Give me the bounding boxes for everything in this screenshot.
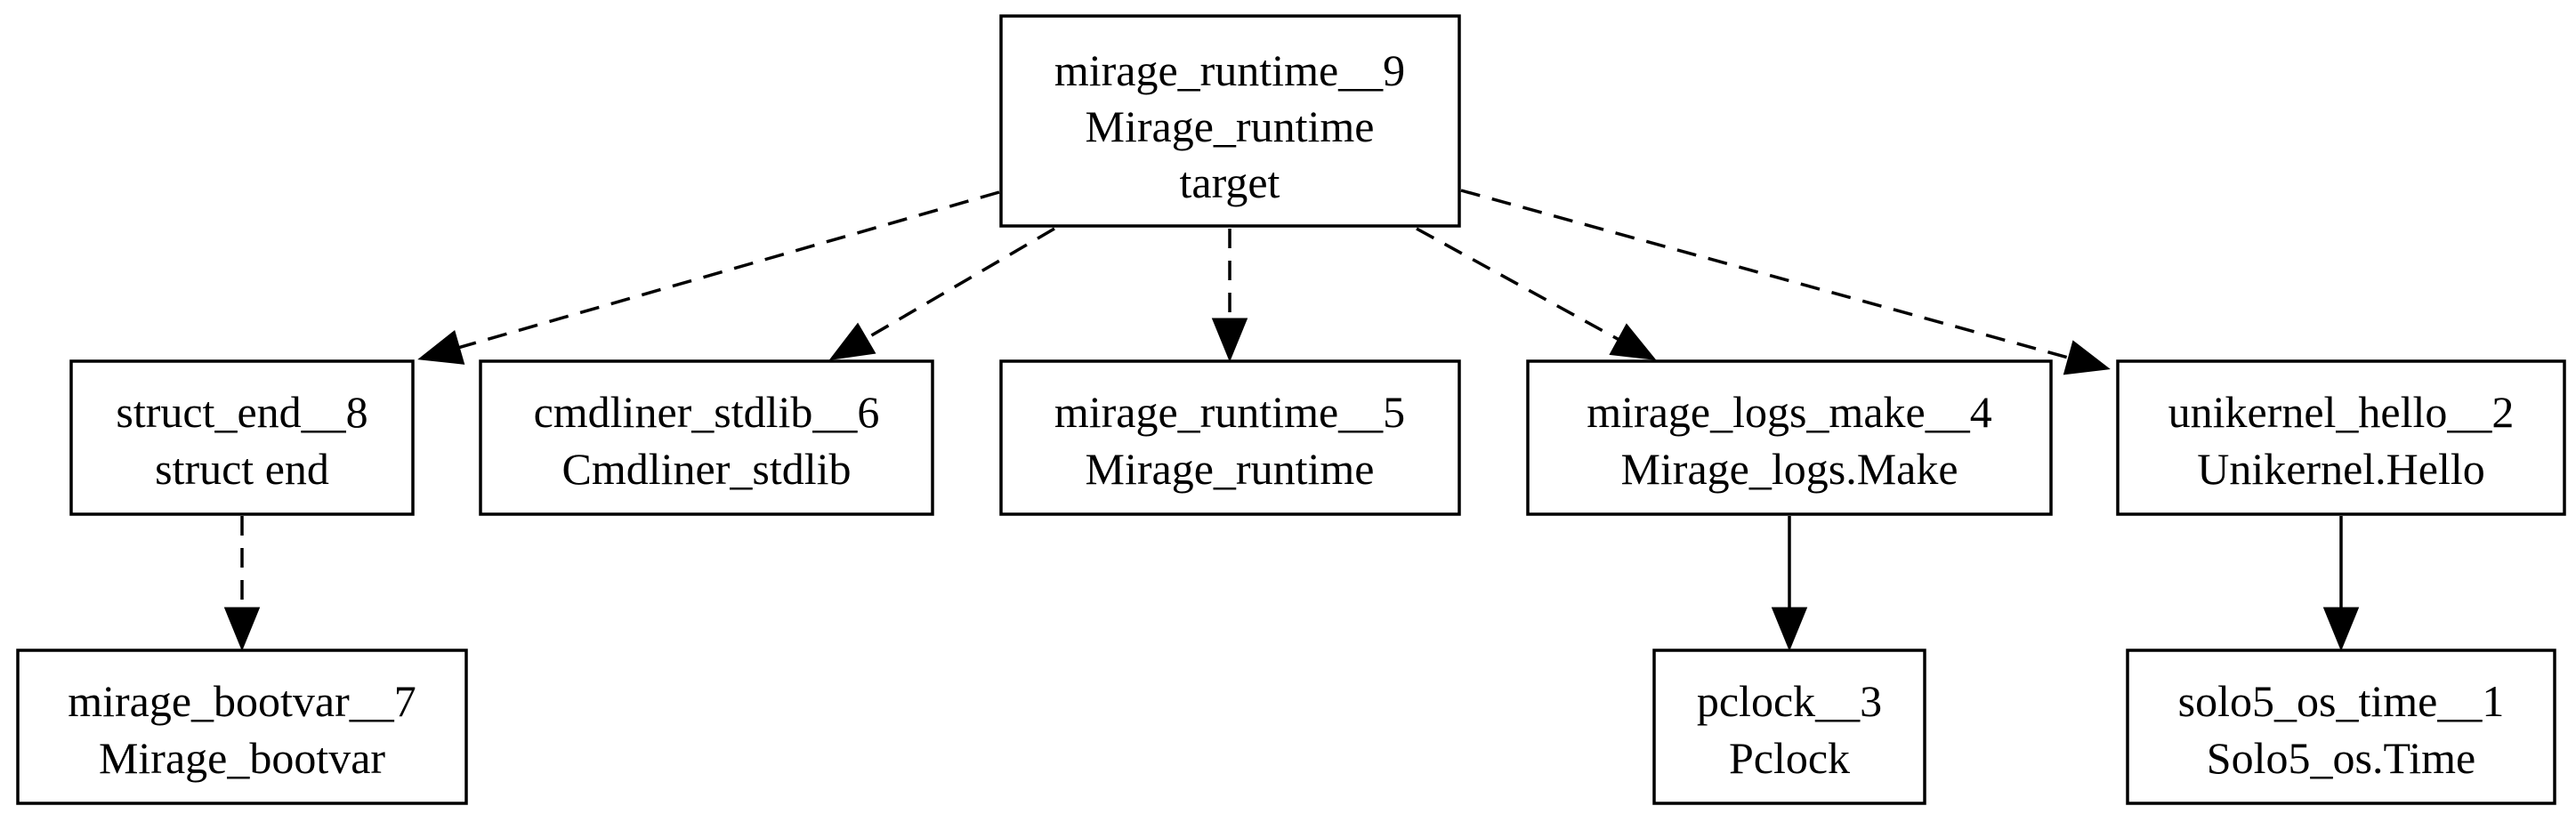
node-label: Mirage_bootvar (99, 733, 385, 783)
node-label: target (1180, 157, 1280, 207)
node-label: cmdliner_stdlib__6 (534, 387, 880, 437)
node-solo5-os-time-1: solo5_os_time__1 Solo5_os.Time (2126, 649, 2556, 805)
node-label: Cmdliner_stdlib (562, 444, 852, 494)
node-label: Mirage_runtime (1086, 101, 1375, 151)
edge-line (1460, 189, 2071, 360)
arrowhead (1771, 607, 1808, 651)
node-mirage-runtime-9: mirage_runtime__9 Mirage_runtime target (999, 14, 1461, 228)
node-label: Mirage_logs.Make (1620, 444, 1958, 494)
node-pclock-3: pclock__3 Pclock (1652, 649, 1926, 805)
node-mirage-runtime-5: mirage_runtime__5 Mirage_runtime (999, 359, 1461, 516)
node-mirage-logs-make-4: mirage_logs_make__4 Mirage_logs.Make (1526, 359, 2053, 516)
node-mirage-bootvar-7: mirage_bootvar__7 Mirage_bootvar (16, 649, 468, 805)
node-label: struct_end__8 (116, 387, 367, 437)
edges-layer (223, 189, 2360, 651)
node-label: solo5_os_time__1 (2178, 676, 2505, 726)
node-label: Unikernel.Hello (2197, 444, 2485, 494)
node-label: Pclock (1729, 733, 1850, 783)
arrowhead (223, 607, 261, 651)
arrowhead (2322, 607, 2360, 651)
node-cmdliner-stdlib-6: cmdliner_stdlib__6 Cmdliner_stdlib (479, 359, 934, 516)
arrowhead (417, 329, 465, 365)
node-label: unikernel_hello__2 (2168, 387, 2515, 437)
edge-line (1416, 227, 1620, 342)
arrowhead (1609, 323, 1657, 360)
edge-line (865, 227, 1055, 341)
node-label: Mirage_runtime (1086, 444, 1375, 494)
node-label: mirage_logs_make__4 (1587, 387, 1991, 437)
edge-line (457, 190, 1000, 350)
arrowhead (828, 322, 876, 360)
node-label: Solo5_os.Time (2207, 733, 2475, 783)
node-label: mirage_runtime__5 (1054, 387, 1405, 437)
node-label: mirage_bootvar__7 (68, 676, 416, 726)
node-unikernel-hello-2: unikernel_hello__2 Unikernel.Hello (2116, 359, 2566, 516)
node-label: struct end (155, 444, 329, 494)
node-label: pclock__3 (1697, 676, 1882, 726)
node-label: mirage_runtime__9 (1054, 45, 1405, 95)
node-struct-end-8: struct_end__8 struct end (69, 359, 415, 516)
arrowhead (1211, 318, 1248, 362)
arrowhead (2063, 340, 2111, 375)
